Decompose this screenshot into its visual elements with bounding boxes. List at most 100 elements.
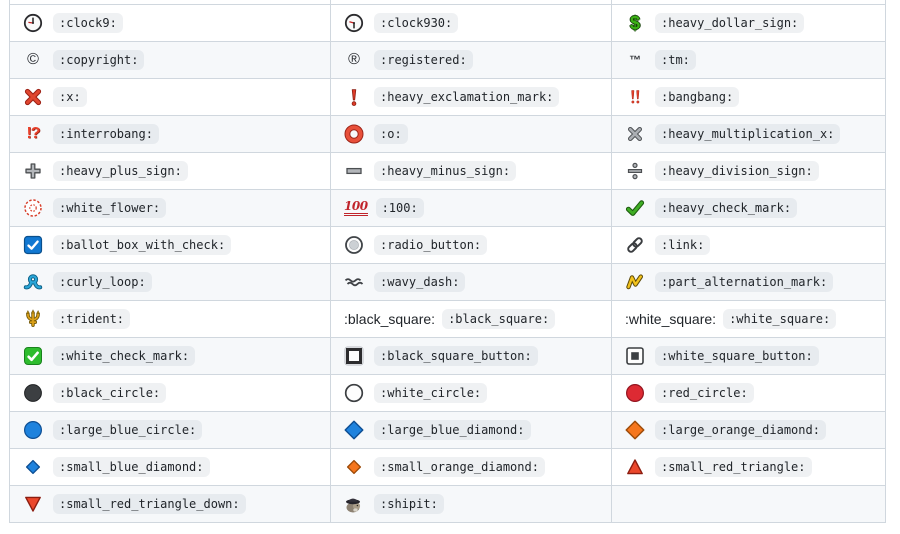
table-row: :large_blue_circle: :large_blue_diamond:… — [9, 411, 886, 449]
copyright-emoji-icon: © — [27, 51, 39, 68]
emoji-code: :100: — [375, 198, 424, 218]
large-orange-diamond-emoji-icon — [625, 420, 645, 440]
heavy-exclamation-mark-emoji-icon — [344, 87, 364, 107]
emoji-code: :shipit: — [374, 494, 444, 514]
emoji-cell: :black_circle: — [9, 374, 331, 412]
table-row: !? :interrobang: :o: :heavy_multiplicati… — [9, 115, 886, 153]
emoji-code: :small_red_triangle: — [655, 457, 812, 477]
table-row: :black_circle: :white_circle: :red_circl… — [9, 374, 886, 412]
emoji-code: :small_red_triangle_down: — [53, 494, 246, 514]
heavy-plus-sign-emoji-icon — [23, 161, 43, 181]
red-circle-emoji-icon — [625, 383, 645, 403]
interrobang-emoji-icon: !? — [26, 125, 40, 142]
emoji-cell: :part_alternation_mark: — [611, 263, 886, 301]
emoji-code: :large_blue_circle: — [53, 420, 203, 440]
emoji-code: :ballot_box_with_check: — [53, 235, 232, 255]
o-emoji-icon — [344, 124, 364, 144]
table-row: :white_check_mark: :black_square_button:… — [9, 337, 886, 375]
emoji-code: :tm: — [655, 50, 696, 70]
small-red-triangle-down-emoji-icon — [23, 494, 43, 514]
black-square-button-emoji-icon — [344, 346, 364, 366]
emoji-cell: :shipit: — [330, 485, 612, 523]
emoji-code: :heavy_exclamation_mark: — [374, 87, 560, 107]
heavy-multiplication-x-emoji-icon — [625, 124, 645, 144]
white-flower-emoji-icon — [23, 198, 43, 218]
registered-emoji-icon: ® — [348, 51, 360, 68]
emoji-code: :white_check_mark: — [53, 346, 196, 366]
heavy-division-sign-emoji-icon — [625, 161, 645, 181]
emoji-code: :small_blue_diamond: — [53, 457, 210, 477]
empty-cell — [611, 485, 886, 523]
emoji-cell: :heavy_check_mark: — [611, 189, 886, 227]
emoji-cell: :heavy_minus_sign: — [330, 152, 612, 190]
emoji-code: :link: — [655, 235, 711, 255]
emoji-cell: :o: — [330, 115, 612, 153]
emoji-code: :heavy_check_mark: — [655, 198, 798, 218]
emoji-cell: :small_orange_diamond: — [330, 448, 612, 486]
emoji-code: :black_square_button: — [374, 346, 538, 366]
large-blue-diamond-emoji-icon — [344, 420, 364, 440]
emoji-cell: :clock930: — [330, 4, 612, 42]
emoji-code: :small_orange_diamond: — [374, 457, 545, 477]
emoji-cell: :large_orange_diamond: — [611, 411, 886, 449]
emoji-cell: $ :heavy_dollar_sign: — [611, 4, 886, 42]
emoji-cell: :small_blue_diamond: — [9, 448, 331, 486]
emoji-code: :clock9: — [53, 13, 123, 33]
emoji-code: :copyright: — [53, 50, 145, 70]
emoji-cell: 100 :100: — [330, 189, 612, 227]
wavy-dash-emoji-icon — [344, 272, 364, 292]
table-row: :white_flower: 100 :100: :heavy_check_ma… — [9, 189, 886, 227]
emoji-cell: :white_check_mark: — [9, 337, 331, 375]
emoji-code: :curly_loop: — [53, 272, 152, 292]
curly-loop-emoji-icon — [23, 272, 43, 292]
table-row: :heavy_plus_sign: :heavy_minus_sign: :he… — [9, 152, 886, 190]
emoji-cell: :white_square_button: — [611, 337, 886, 375]
clock930-emoji-icon — [344, 13, 364, 33]
table-row: :small_red_triangle_down: :shipit: — [9, 485, 886, 523]
emoji-code: :x: — [53, 87, 87, 107]
emoji-code: :part_alternation_mark: — [655, 272, 834, 292]
emoji-cell: :x: — [9, 78, 331, 116]
ballot-box-with-check-emoji-icon — [23, 235, 43, 255]
emoji-cell: ™ :tm: — [611, 41, 886, 79]
table-row: :curly_loop: :wavy_dash: :part_alternati… — [9, 263, 886, 301]
emoji-cell: :black_square: :black_square: — [330, 300, 612, 338]
bangbang-emoji-icon — [625, 87, 645, 107]
emoji-code: :large_orange_diamond: — [655, 420, 826, 440]
emoji-code: :heavy_dollar_sign: — [655, 13, 805, 33]
emoji-cell: :trident: — [9, 300, 331, 338]
emoji-cell: :small_red_triangle_down: — [9, 485, 331, 523]
emoji-cell: :white_flower: — [9, 189, 331, 227]
emoji-cell: :large_blue_diamond: — [330, 411, 612, 449]
emoji-cell: ® :registered: — [330, 41, 612, 79]
trident-emoji-icon — [23, 309, 43, 329]
emoji-cell: :ballot_box_with_check: — [9, 226, 331, 264]
emoji-table: :clock9: :clock930: $ :heavy_dollar_sign… — [9, 0, 886, 523]
emoji-code: :heavy_multiplication_x: — [655, 124, 841, 144]
emoji-code: :interrobang: — [53, 124, 159, 144]
emoji-cell: :wavy_dash: — [330, 263, 612, 301]
emoji-cell: :heavy_division_sign: — [611, 152, 886, 190]
link-emoji-icon — [625, 235, 645, 255]
shipit-squirrel-emoji-icon — [344, 494, 364, 514]
emoji-code: :white_square: — [723, 309, 837, 329]
x-emoji-icon — [23, 87, 43, 107]
emoji-code: :white_flower: — [53, 198, 167, 218]
white-square-button-emoji-icon — [625, 346, 645, 366]
emoji-code: :heavy_minus_sign: — [374, 161, 517, 181]
emoji-code: :wavy_dash: — [374, 272, 466, 292]
table-row: :small_blue_diamond: :small_orange_diamo… — [9, 448, 886, 486]
table-row: :x: :heavy_exclamation_mark: :bangbang: — [9, 78, 886, 116]
white-circle-emoji-icon — [344, 383, 364, 403]
emoji-code: :clock930: — [374, 13, 459, 33]
emoji-code: :bangbang: — [655, 87, 740, 107]
large-blue-circle-emoji-icon — [23, 420, 43, 440]
emoji-cell: :heavy_plus_sign: — [9, 152, 331, 190]
table-row: © :copyright: ® :registered: ™ :tm: — [9, 41, 886, 79]
100-emoji-icon: 100 — [344, 200, 368, 216]
heavy-minus-sign-emoji-icon — [344, 161, 364, 181]
white-check-mark-emoji-icon — [23, 346, 43, 366]
emoji-code: :black_circle: — [53, 383, 167, 403]
heavy-dollar-sign-emoji-icon: $ — [629, 13, 640, 33]
emoji-code: :white_square_button: — [655, 346, 819, 366]
